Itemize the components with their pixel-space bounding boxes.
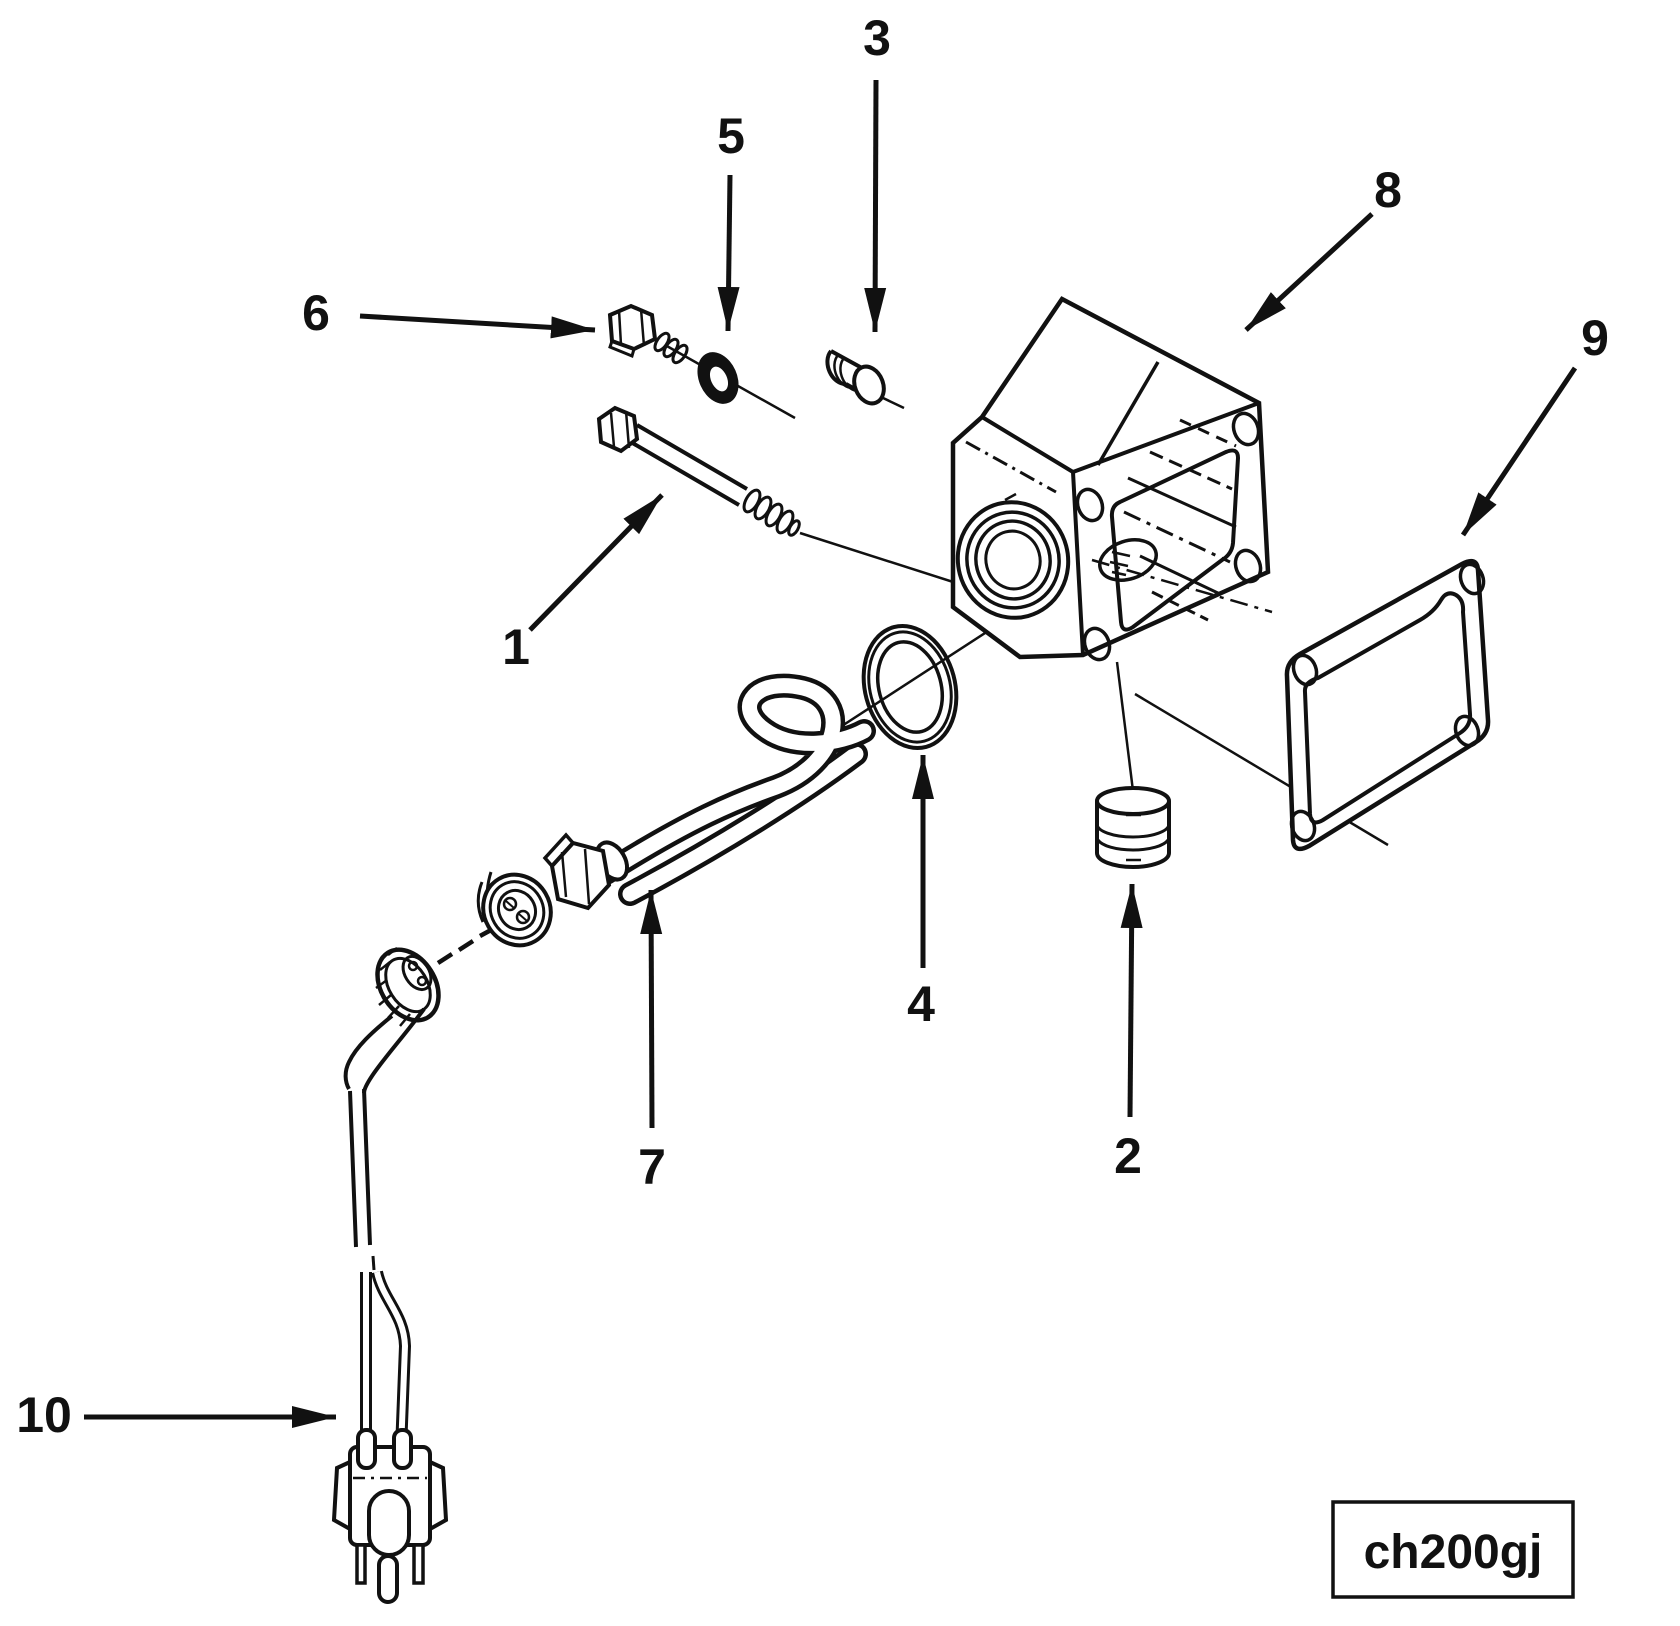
figure-id-box: ch200gj — [1331, 1500, 1575, 1599]
housing-roof-dash — [1179, 418, 1237, 448]
gasket-part — [1284, 558, 1491, 852]
housing-opening — [1109, 448, 1241, 632]
hex-plug-threads — [653, 331, 689, 365]
callout-arrows — [84, 79, 1578, 1428]
callout-3-label: 3 — [863, 10, 891, 66]
callout-7-label: 7 — [638, 1139, 666, 1195]
washer-part — [697, 352, 739, 404]
bolt-head — [596, 405, 640, 454]
bolt-part — [596, 405, 801, 537]
callout-5-label: 5 — [717, 108, 745, 164]
callout-1-arrow — [528, 493, 664, 632]
callout-7-arrow — [640, 889, 663, 1129]
figure-id-border — [1331, 1500, 1575, 1599]
plug2-part — [1095, 786, 1171, 869]
callout-6-arrow — [359, 313, 596, 339]
housing-bore-boss — [955, 492, 1071, 620]
callout-9-arrow — [1460, 366, 1578, 537]
pipe-plug-part — [825, 349, 886, 406]
callout-3-arrow — [864, 79, 887, 333]
figure-id-text: ch200gj — [1364, 1526, 1543, 1579]
oring-part — [861, 623, 959, 751]
power-cord-part — [331, 947, 449, 1604]
gasket-bolt-holes — [1289, 562, 1486, 843]
plug2-leader-line — [1115, 661, 1135, 792]
housing-roof-fold — [1096, 361, 1160, 466]
housing-silhouette — [950, 296, 1271, 660]
plug-ground-pin — [377, 1554, 399, 1604]
plug3-leader-line — [880, 395, 905, 410]
callout-labels: 1 2 3 4 5 6 7 8 9 10 — [16, 10, 1609, 1443]
callout-8-arrow — [1244, 212, 1374, 332]
housing-leftface-dashdot — [965, 440, 1057, 494]
callout-2-label: 2 — [1114, 1128, 1142, 1184]
bolt-threads — [742, 488, 801, 537]
callout-1-label: 1 — [502, 619, 530, 675]
cord-tube — [348, 1088, 372, 1248]
housing-face-edges — [980, 401, 1260, 656]
callout-2-arrow — [1120, 883, 1143, 1118]
plug-prong-right — [412, 1543, 425, 1585]
element-axis-dashes — [436, 928, 493, 965]
housing-internal-boss — [1091, 538, 1273, 614]
gasket-outline — [1284, 558, 1491, 852]
callout-9-label: 9 — [1581, 310, 1609, 366]
heater-housing-part — [950, 296, 1273, 662]
callout-8-label: 8 — [1374, 162, 1402, 218]
plug-prong-left — [355, 1543, 367, 1585]
callout-10-label: 10 — [16, 1387, 72, 1443]
element-hex-nut — [542, 832, 612, 911]
element-fitting — [476, 871, 553, 948]
housing-bolt-holes — [1075, 411, 1263, 662]
hex-plug-part — [607, 303, 689, 365]
bolt-shaft — [627, 423, 749, 507]
connector-knurl-texture — [375, 947, 411, 1027]
cord-boot — [343, 1014, 394, 1090]
gasket-inner-edge — [1302, 591, 1473, 825]
callout-4-label: 4 — [907, 976, 935, 1032]
heater-element-part — [436, 673, 876, 965]
oring-axis-line — [827, 620, 1003, 737]
callout-6-label: 6 — [302, 285, 330, 341]
wall-plug — [331, 1428, 449, 1604]
callout-5-arrow — [717, 174, 740, 332]
cord-connector — [375, 947, 441, 1027]
hex-plug-head — [607, 303, 658, 352]
